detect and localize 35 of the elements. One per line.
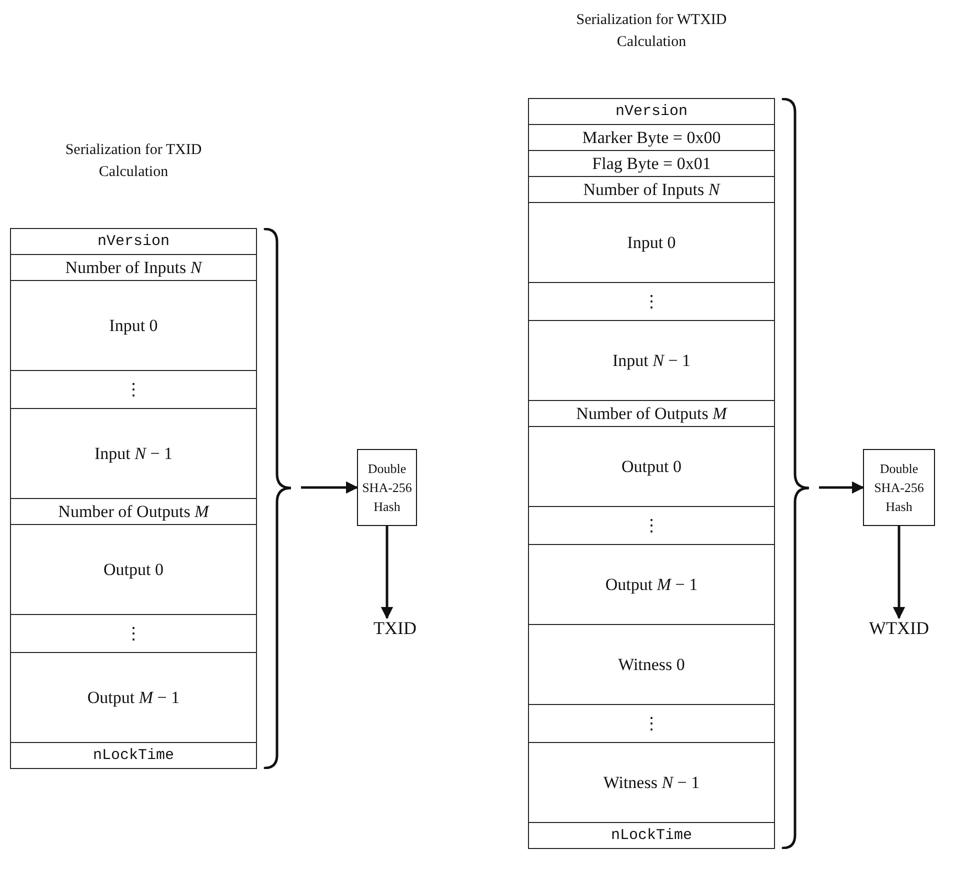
field-row: ⋮: [528, 507, 775, 545]
field-row: Number of Inputs N: [10, 255, 257, 281]
output-label: TXID: [355, 618, 435, 639]
field-row: Output 0: [10, 525, 257, 615]
section-heading: Serialization for TXID Calculation: [64, 141, 203, 182]
process-box: Double SHA-256 Hash: [357, 449, 417, 526]
field-row: ⋮: [528, 283, 775, 321]
field-row: Number of Outputs M: [10, 499, 257, 525]
field-row: Input 0: [528, 203, 775, 283]
field-row: Input N − 1: [10, 409, 257, 499]
field-row: nVersion: [10, 229, 257, 255]
field-row: Witness N − 1: [528, 743, 775, 823]
section-heading: Serialization for WTXID Calculation: [575, 11, 728, 52]
field-row: Number of Outputs M: [528, 401, 775, 427]
arrow: [892, 526, 906, 620]
field-row: Marker Byte = 0x00: [528, 125, 775, 151]
field-row: Flag Byte = 0x01: [528, 151, 775, 177]
field-row: Number of Inputs N: [528, 177, 775, 203]
field-row: Output M − 1: [10, 653, 257, 743]
field-row: ⋮: [10, 371, 257, 409]
field-row: nVersion: [528, 99, 775, 125]
process-box: Double SHA-256 Hash: [863, 449, 935, 526]
field-row: ⋮: [528, 705, 775, 743]
arrow: [301, 481, 358, 494]
arrow: [819, 481, 864, 494]
field-row: nLockTime: [10, 743, 257, 769]
field-row: Input N − 1: [528, 321, 775, 401]
field-row: Witness 0: [528, 625, 775, 705]
output-label: WTXID: [859, 618, 939, 639]
field-row: Output 0: [528, 427, 775, 507]
arrow: [380, 526, 394, 620]
field-row: Output M − 1: [528, 545, 775, 625]
field-row: Input 0: [10, 281, 257, 371]
field-row: ⋮: [10, 615, 257, 653]
field-row: nLockTime: [528, 823, 775, 849]
